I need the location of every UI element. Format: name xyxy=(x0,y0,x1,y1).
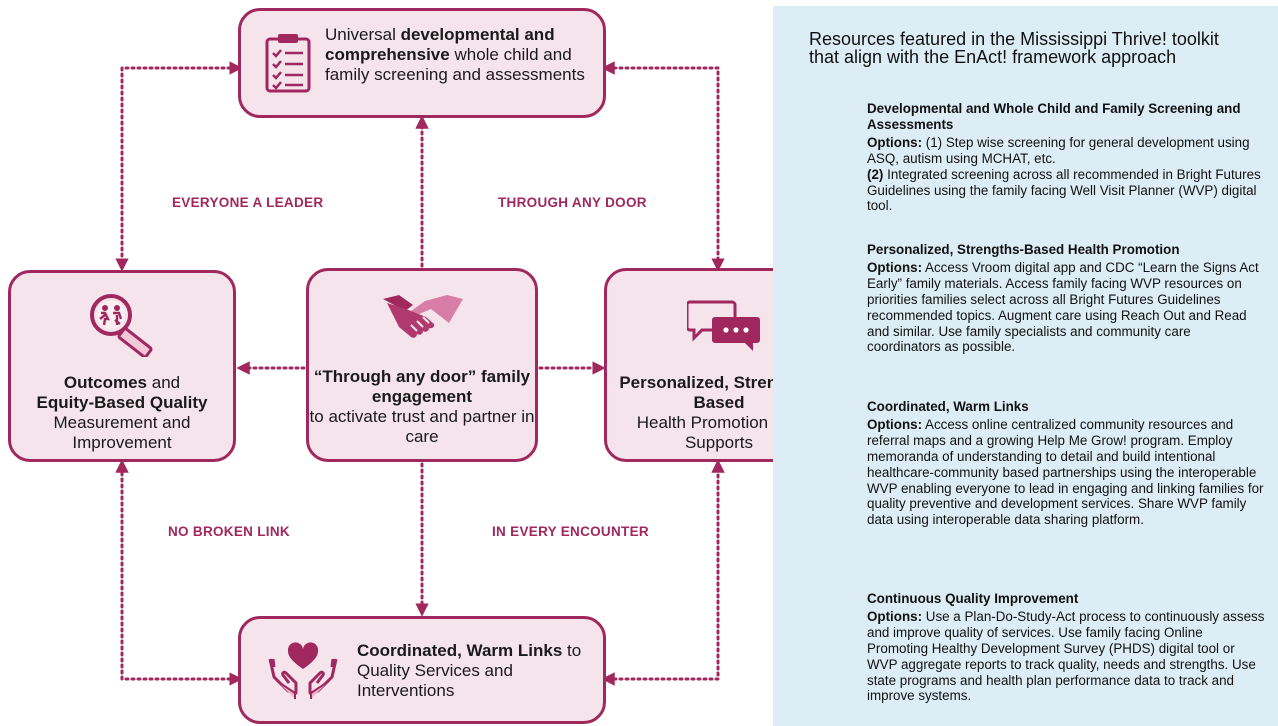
connector-bottom-left xyxy=(115,459,243,686)
resources-panel: Resources featured in the Mississippi Th… xyxy=(773,6,1278,726)
resource-coordinated-links: Coordinated, Warm Links Options: Access … xyxy=(867,399,1267,528)
box-coordinated-links: Coordinated, Warm Links to Quality Servi… xyxy=(238,616,606,724)
connector-bottom-right xyxy=(601,459,725,686)
box-screening: Universal developmental and comprehensiv… xyxy=(238,8,606,118)
resource-options: Options: Access online centralized commu… xyxy=(867,416,1264,528)
box-screening-text: Universal developmental and comprehensiv… xyxy=(325,25,585,84)
resource-heading: Personalized, Strengths-Based Health Pro… xyxy=(867,242,1180,257)
connector-lines xyxy=(115,61,725,686)
resource-options: Options: Use a Plan-Do-Study-Act process… xyxy=(867,608,1265,704)
chat-bubbles-icon xyxy=(687,300,760,351)
resource-heading: Developmental and Whole Child and Family… xyxy=(867,101,1241,132)
label-everyone-a-leader: EVERYONE A LEADER xyxy=(172,195,324,210)
label-through-any-door: THROUGH ANY DOOR xyxy=(498,195,647,210)
resource-heading: Coordinated, Warm Links xyxy=(867,399,1029,414)
box-family-engagement: “Through any door” family engagement to … xyxy=(306,268,538,462)
resource-heading: Continuous Quality Improvement xyxy=(867,591,1079,606)
magnifier-children-icon xyxy=(90,294,153,357)
box-coordinated-links-text: Coordinated, Warm Links to Quality Servi… xyxy=(357,641,582,700)
box-health-promotion-text: Personalized, Strengths-Based Health Pro… xyxy=(619,373,819,452)
box-outcomes: Outcomes and Equity-Based Quality Measur… xyxy=(8,270,236,462)
label-in-every-encounter: IN EVERY ENCOUNTER xyxy=(492,524,649,539)
label-no-broken-link: NO BROKEN LINK xyxy=(168,524,290,539)
clipboard-checklist-icon xyxy=(265,34,311,93)
resource-options: Options: (1) Step wise screening for gen… xyxy=(867,134,1261,214)
resource-options: Options: Access Vroom digital app and CD… xyxy=(867,259,1259,355)
box-outcomes-text: Outcomes and Equity-Based Quality Measur… xyxy=(36,373,208,452)
heart-hands-icon xyxy=(268,642,338,699)
resource-screening: Developmental and Whole Child and Family… xyxy=(867,101,1267,214)
handshake-icon xyxy=(383,295,463,338)
connector-top-left xyxy=(115,61,243,272)
box-family-engagement-text: “Through any door” family engagement to … xyxy=(309,367,535,446)
resource-health-promotion: Personalized, Strengths-Based Health Pro… xyxy=(867,242,1267,355)
resource-quality-improvement: Continuous Quality Improvement Options: … xyxy=(867,591,1267,704)
connector-top-right xyxy=(601,61,725,272)
panel-title: Resources featured in the Mississippi Th… xyxy=(809,29,1219,67)
